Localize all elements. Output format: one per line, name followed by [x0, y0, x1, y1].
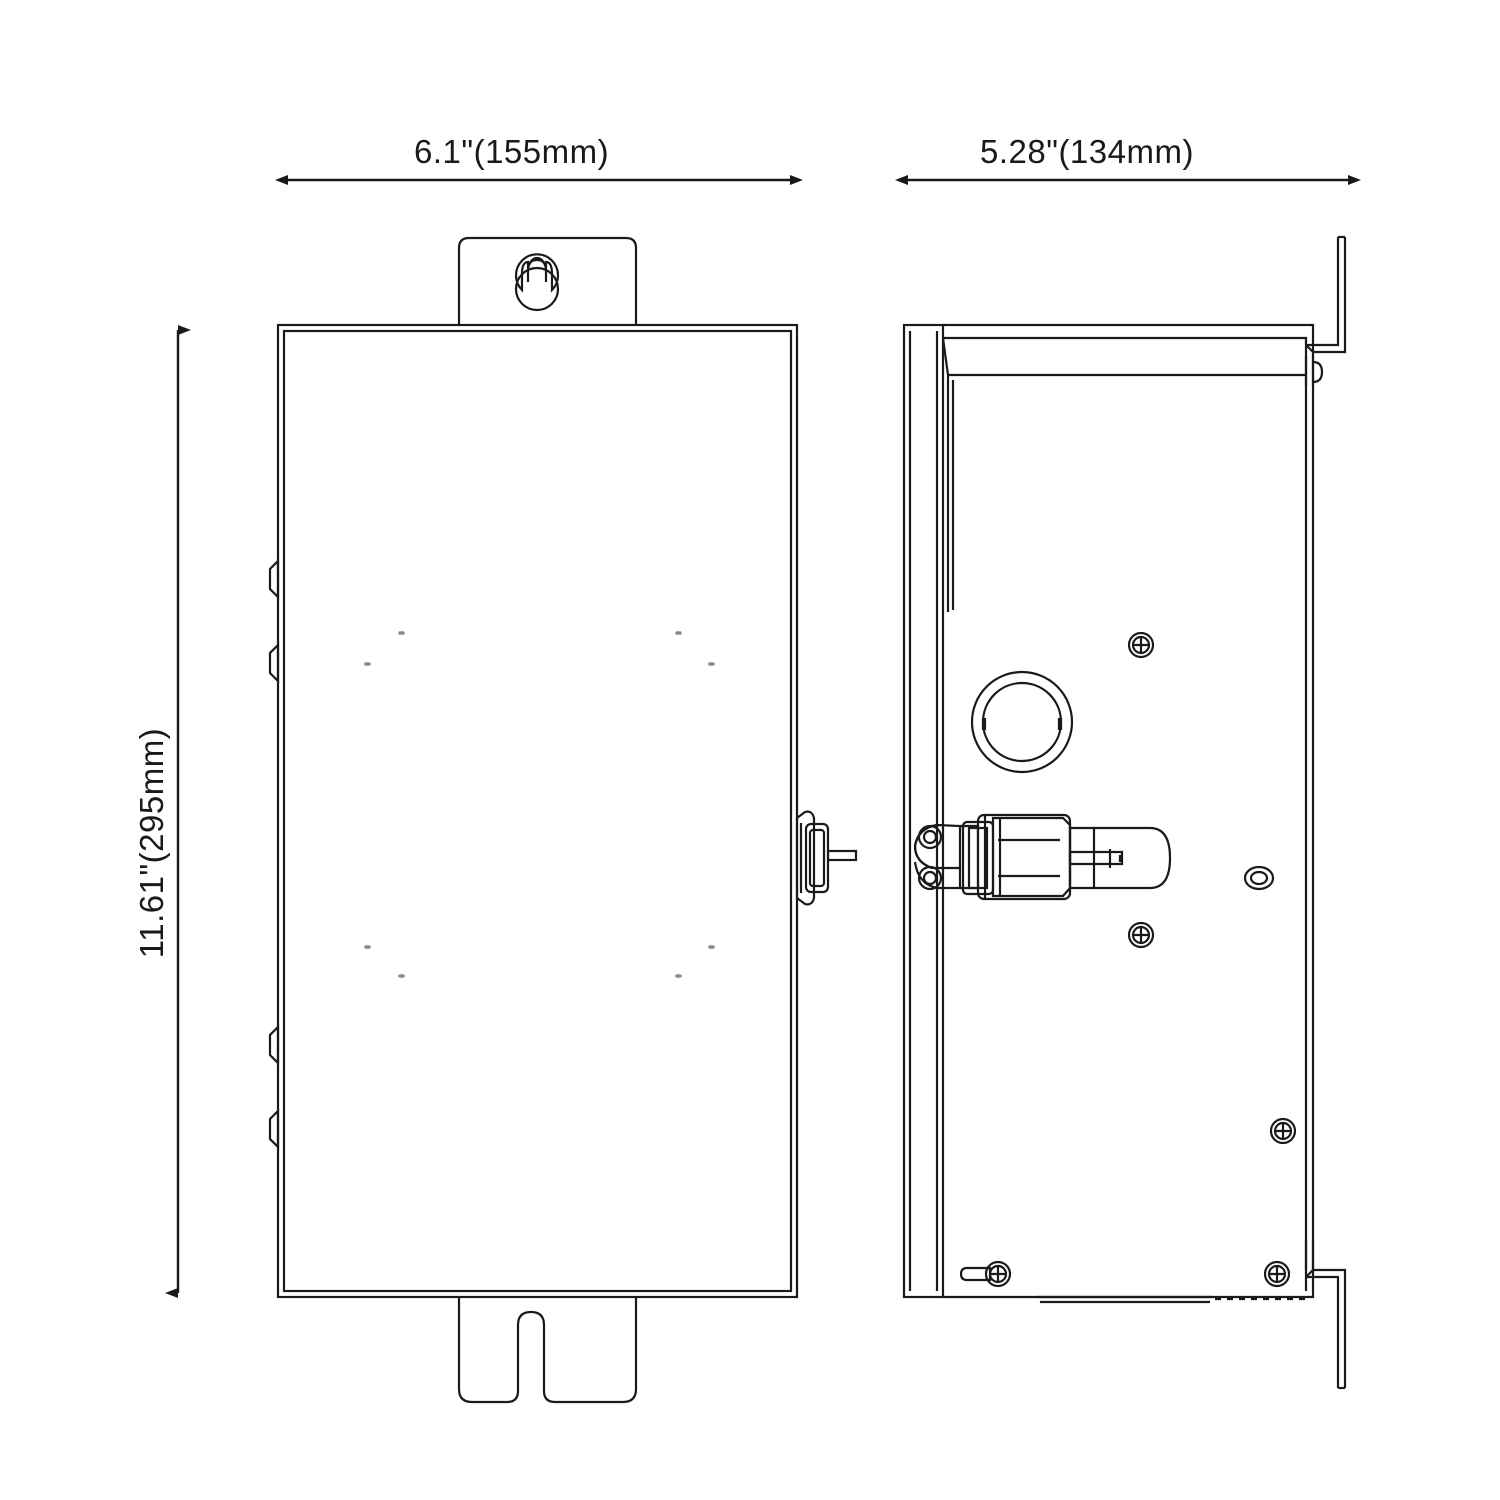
front-view-group — [268, 236, 858, 1404]
dimension-label-width: 6.1"(155mm) — [414, 133, 610, 170]
side-view-group — [902, 235, 1347, 1390]
left-edge-tabs — [268, 558, 280, 1150]
dimension-label-depth: 5.28"(134mm) — [980, 133, 1194, 170]
dimension-label-height: 11.61"(295mm) — [133, 727, 170, 959]
screw-lower-right — [1269, 1117, 1297, 1145]
side-bottom-bracket — [1304, 1240, 1347, 1390]
dimension-lines — [165, 175, 1361, 1298]
left-tab-2 — [268, 642, 280, 684]
knockout-hole — [970, 670, 1074, 774]
side-door-edge-strip — [902, 323, 945, 1299]
left-tab-4 — [268, 1108, 280, 1150]
slotted-hole — [959, 1266, 992, 1282]
keyhole-neck — [526, 258, 548, 282]
lock-latch-assembly — [913, 813, 1172, 901]
left-tab-1 — [268, 558, 280, 600]
left-tab-3 — [268, 1024, 280, 1066]
top-mounting-tab — [457, 236, 638, 326]
side-body-outline — [943, 323, 1315, 1299]
keyhole-circle — [514, 266, 560, 312]
screw-upper — [1127, 631, 1155, 659]
side-screws — [984, 631, 1297, 1288]
screw-mid-lower — [1127, 921, 1155, 949]
side-bottom-edge-detail — [1038, 1295, 1212, 1304]
interior-reference-marks — [364, 631, 715, 978]
side-top-step — [941, 337, 1306, 612]
front-body-outline — [276, 323, 799, 1299]
screw-bottom-left — [984, 1260, 1012, 1288]
front-lock-latch — [795, 810, 858, 906]
bottom-mounting-tab — [457, 1297, 638, 1404]
grommet-hole — [1243, 865, 1275, 891]
side-top-bracket — [1304, 235, 1347, 386]
screw-bottom-right — [1263, 1260, 1291, 1288]
